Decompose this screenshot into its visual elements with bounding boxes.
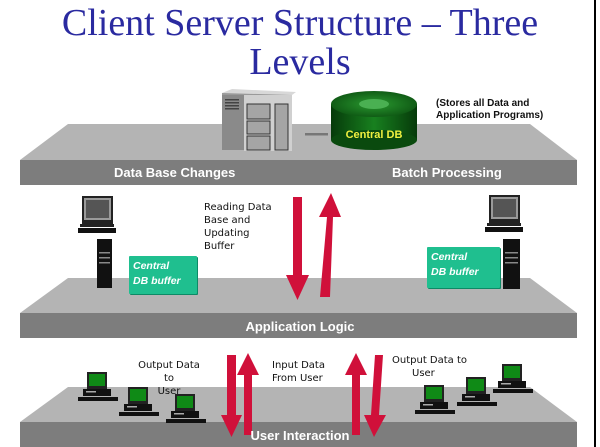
- annotation-line: Base and: [204, 215, 251, 226]
- workstation-left-icon: [78, 196, 116, 288]
- workstation-right-icon: [485, 195, 523, 289]
- server-cabinet-icon: [222, 89, 296, 151]
- user-pc-icon: [493, 364, 533, 393]
- user-pc-icon: [78, 372, 118, 401]
- user-pc-icon: [457, 377, 497, 406]
- central-db-buffer-left: Central DB buffer: [129, 256, 197, 294]
- central-db-note-line-1: (Stores all Data and: [436, 98, 530, 109]
- arrow-down-to-application: [286, 197, 309, 300]
- user-pc-icons: [78, 364, 533, 423]
- buffer-line-1: Central: [133, 260, 170, 272]
- label-application-logic: Application Logic: [245, 319, 355, 334]
- arrow-up-from-user-right: [345, 353, 367, 435]
- central-db-label: Central DB: [346, 129, 403, 141]
- annotation-reading-updating: Reading Data Base and Updating Buffer: [204, 201, 272, 253]
- central-db-note-line-2: Application Programs): [436, 110, 544, 121]
- annotation-line: Updating: [204, 228, 250, 239]
- annotation-line: Reading Data: [204, 202, 272, 213]
- buffer-line-1: Central: [431, 251, 468, 263]
- platform-data-level: [20, 124, 577, 185]
- annotation-line: Input Data: [272, 360, 325, 371]
- buffer-line-2: DB buffer: [133, 275, 181, 287]
- annotation-line: Buffer: [204, 241, 235, 252]
- label-batch-processing: Batch Processing: [392, 165, 502, 180]
- central-db-buffer-right: Central DB buffer: [427, 247, 500, 288]
- arrow-down-to-user-left: [221, 355, 242, 437]
- user-pc-icon: [415, 385, 455, 414]
- central-db-icon: Central DB: [331, 91, 417, 150]
- buffer-line-2: DB buffer: [431, 266, 479, 278]
- title-line-1: Client Server Structure – Three: [61, 2, 539, 44]
- arrow-down-to-user-right: [364, 355, 386, 437]
- annotation-line: Output Data to: [392, 355, 468, 366]
- platform-bottom-front: [20, 422, 577, 447]
- user-pc-icon: [166, 394, 206, 423]
- platform-middle-front: [20, 313, 577, 338]
- arrow-up-to-data: [319, 193, 341, 297]
- annotation-output-right: Output Data to User: [392, 354, 467, 380]
- annotation-output-left: Output Data to User: [134, 359, 204, 398]
- platform-top-surface: [20, 124, 577, 160]
- annotation-input-center: Input Data From User: [272, 359, 325, 385]
- label-user-interaction: User Interaction: [250, 428, 350, 443]
- user-pc-icon: [119, 387, 159, 416]
- central-db-note: (Stores all Data and Application Program…: [436, 98, 543, 122]
- arrow-up-from-user-left: [237, 353, 259, 435]
- right-border: [594, 0, 596, 447]
- label-data-base-changes: Data Base Changes: [114, 165, 236, 180]
- platform-top-front: [20, 160, 577, 185]
- annotation-line: From User: [272, 373, 323, 384]
- server-db-connector: [305, 133, 328, 136]
- annotation-line: User: [157, 386, 181, 397]
- annotation-line: Output Data to: [138, 360, 200, 384]
- title-line-2: Levels: [249, 41, 351, 83]
- annotation-line: User: [412, 368, 435, 379]
